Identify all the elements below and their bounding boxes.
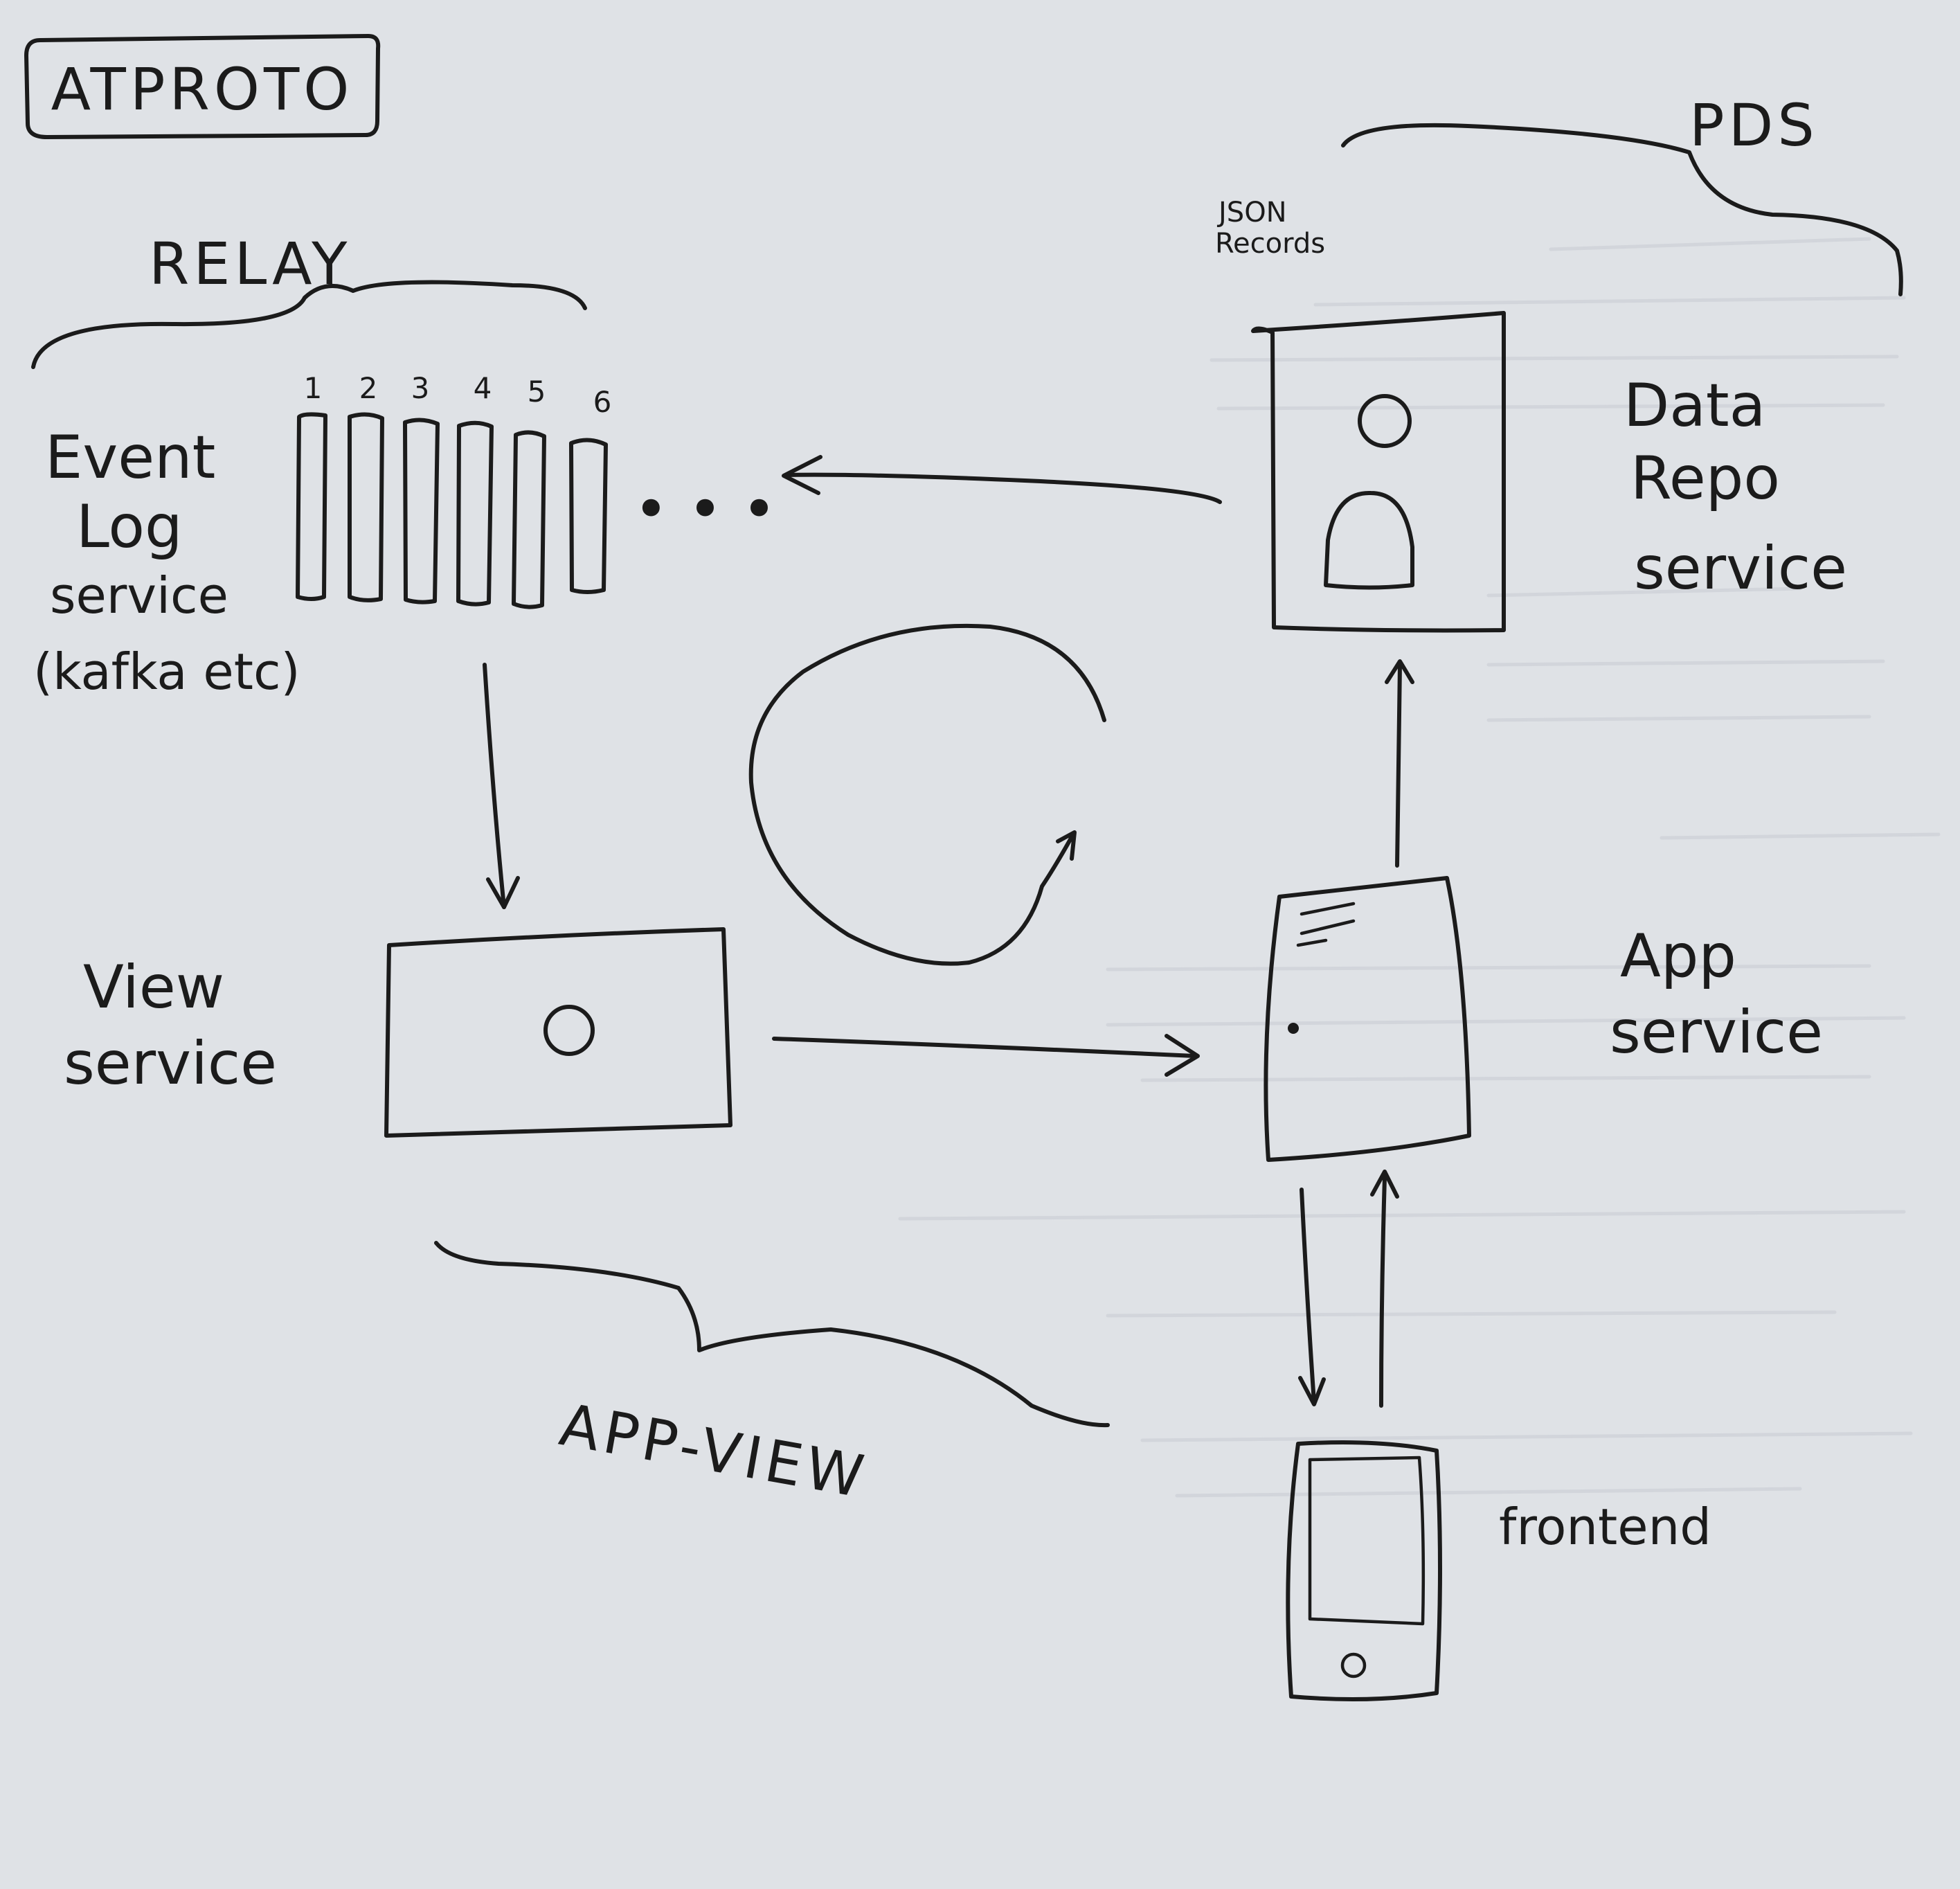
svg-text:Event: Event	[45, 423, 215, 492]
event-slot-3: 3	[403, 371, 440, 605]
event-slot-2: 2	[348, 371, 384, 602]
event-slot-1: 1	[296, 371, 327, 601]
event-log-ellipsis: • • •	[633, 475, 777, 544]
app-view-label: APP-VIEW	[555, 1390, 873, 1511]
view-service-dot	[543, 1005, 595, 1056]
data-repo-box	[1251, 311, 1506, 633]
view-service: View service	[64, 927, 732, 1138]
relay-group: RELAY	[31, 230, 587, 369]
app-view-brace	[434, 1241, 1110, 1428]
json-records-note-line1: JSON	[1216, 197, 1287, 229]
arrow-view-to-app	[772, 1034, 1200, 1077]
svg-text:Log: Log	[76, 492, 183, 562]
svg-text:3: 3	[411, 371, 430, 405]
event-slot-6: 6	[569, 385, 612, 594]
frontend-phone-icon	[1286, 1440, 1442, 1701]
svg-text:service: service	[1610, 998, 1823, 1067]
svg-text:App: App	[1620, 922, 1736, 991]
arrow-repo-to-eventlog	[782, 455, 1222, 504]
app-view-group: APP-VIEW	[434, 1241, 1110, 1512]
arrow-app-to-frontend	[1298, 1188, 1326, 1406]
event-slot-5: 5	[512, 375, 546, 609]
svg-text:Data: Data	[1624, 371, 1765, 440]
record-arch	[1324, 490, 1414, 590]
pds-label: PDS	[1689, 91, 1819, 159]
app-service-box	[1264, 876, 1471, 1162]
data-repo-label: Data Repo service	[1624, 371, 1847, 603]
svg-text:6: 6	[593, 385, 612, 419]
pds-brace	[1341, 123, 1903, 296]
event-slot-4: 4	[456, 371, 494, 607]
pds-group: PDS	[1341, 91, 1903, 296]
event-log-service: Event Log service (kafka etc) 1 2 3 4	[33, 371, 777, 701]
svg-text:1: 1	[304, 371, 323, 405]
app-service-label: App service	[1610, 922, 1823, 1067]
json-records-note-line2: Records	[1215, 228, 1325, 260]
cycle-arrow-icon	[748, 623, 1106, 966]
frontend-label: frontend	[1499, 1498, 1711, 1556]
svg-text:(kafka etc): (kafka etc)	[33, 643, 300, 701]
svg-text:service: service	[1634, 534, 1847, 603]
arrow-frontend-to-app	[1370, 1170, 1399, 1408]
app-service: App service	[1264, 876, 1823, 1162]
svg-text:2: 2	[359, 371, 378, 405]
view-service-box	[384, 927, 732, 1138]
svg-text:View: View	[83, 953, 224, 1022]
app-service-dot	[1288, 1023, 1299, 1034]
event-log-slots: 1 2 3 4 5 6 • • •	[296, 371, 777, 609]
relay-label: RELAY	[149, 230, 351, 298]
data-repo-service: JSON Records Data Repo service	[1215, 197, 1847, 633]
event-log-label: Event Log service (kafka etc)	[33, 423, 300, 701]
arrow-app-to-repo	[1385, 659, 1414, 868]
paper-bleed-through	[898, 237, 1941, 1498]
svg-text:Repo: Repo	[1630, 444, 1780, 513]
record-circle	[1358, 394, 1412, 448]
arrow-eventlog-to-view	[483, 663, 520, 909]
view-service-label: View service	[64, 953, 277, 1098]
title-text: ATPROTO	[51, 55, 354, 123]
svg-text:4: 4	[474, 371, 492, 405]
svg-text:5: 5	[528, 375, 546, 409]
svg-text:service: service	[64, 1029, 277, 1098]
relay-brace	[31, 280, 587, 369]
svg-text:service: service	[50, 566, 228, 625]
title-box: ATPROTO	[24, 34, 381, 139]
